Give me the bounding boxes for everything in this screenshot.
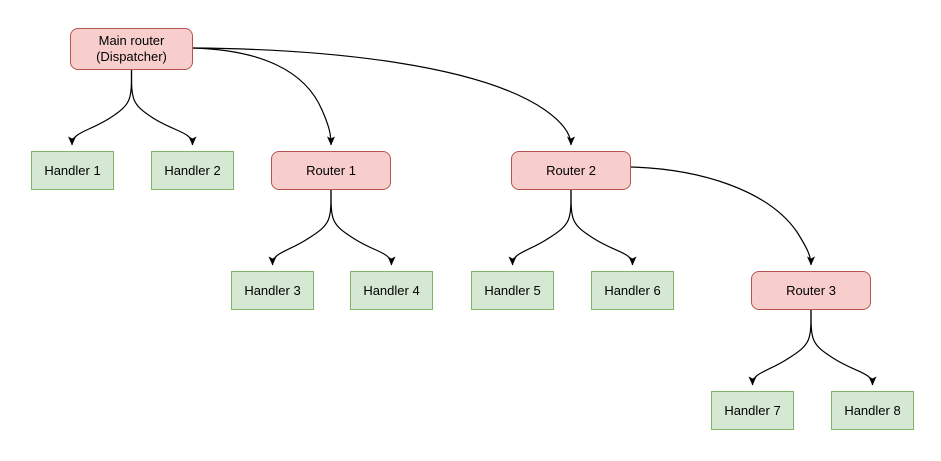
edge-router-2-to-handler-6 [570, 189, 637, 266]
node-label-handler-4: Handler 4 [363, 282, 420, 298]
edge-router-3-to-handler-8 [810, 309, 877, 386]
node-main-router[interactable]: Main router (Dispatcher) [70, 28, 193, 70]
node-router-1[interactable]: Router 1 [271, 151, 391, 190]
node-handler-2[interactable]: Handler 2 [151, 151, 234, 190]
node-label-router-1: Router 1 [306, 162, 356, 178]
edge-main-to-router-2 [192, 47, 575, 146]
node-label-handler-1: Handler 1 [44, 162, 101, 178]
node-handler-8[interactable]: Handler 8 [831, 391, 914, 430]
edge-group [68, 47, 877, 386]
node-label-handler-3: Handler 3 [244, 282, 301, 298]
node-label-handler-7: Handler 7 [724, 402, 781, 418]
node-label-handler-2: Handler 2 [164, 162, 221, 178]
node-handler-6[interactable]: Handler 6 [591, 271, 674, 310]
edge-router-2-to-handler-5 [508, 189, 572, 266]
node-label-handler-6: Handler 6 [604, 282, 661, 298]
node-router-3[interactable]: Router 3 [751, 271, 871, 310]
edge-router-3-to-handler-7 [748, 309, 812, 386]
edge-router-1-to-handler-4 [330, 189, 396, 266]
node-label-handler-8: Handler 8 [844, 402, 901, 418]
edge-router-2-to-router-3 [630, 166, 815, 266]
edge-main-to-router-1 [192, 47, 335, 146]
node-label-router-3: Router 3 [786, 282, 836, 298]
node-label-main-router: Main router (Dispatcher) [96, 33, 167, 64]
node-router-2[interactable]: Router 2 [511, 151, 631, 190]
node-handler-1[interactable]: Handler 1 [31, 151, 114, 190]
node-handler-5[interactable]: Handler 5 [471, 271, 554, 310]
node-handler-7[interactable]: Handler 7 [711, 391, 794, 430]
node-handler-3[interactable]: Handler 3 [231, 271, 314, 310]
node-label-handler-5: Handler 5 [484, 282, 541, 298]
node-label-router-2: Router 2 [546, 162, 596, 178]
node-handler-4[interactable]: Handler 4 [350, 271, 433, 310]
edge-main-to-handler-2 [130, 69, 197, 146]
edge-main-to-handler-1 [68, 69, 133, 146]
edge-router-1-to-handler-3 [268, 189, 332, 266]
